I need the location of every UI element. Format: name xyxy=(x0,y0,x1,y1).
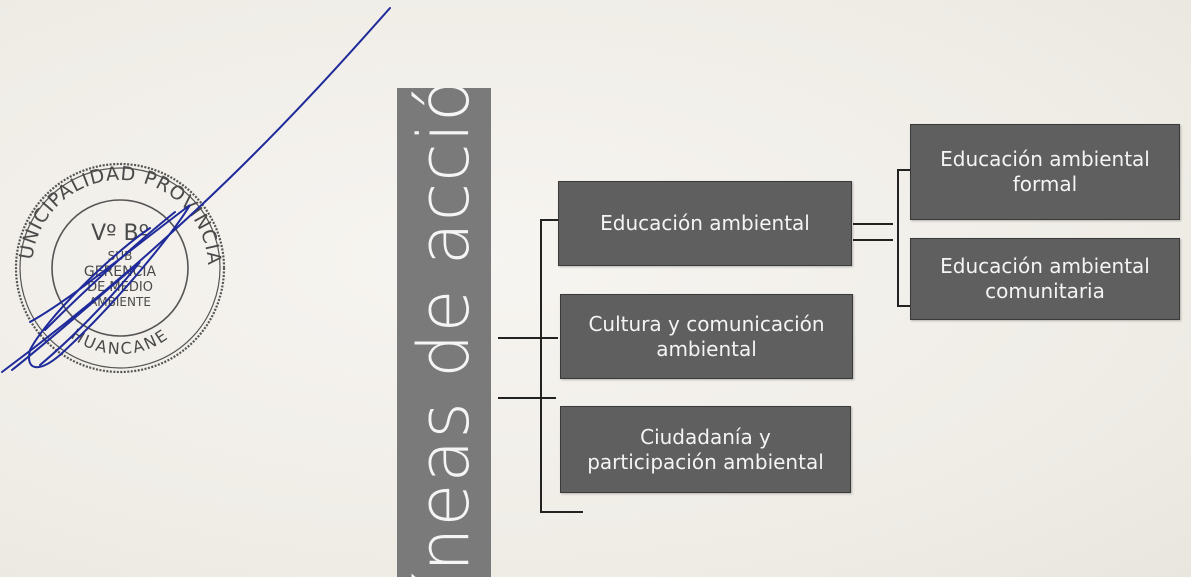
node-cultura-comunicacion: Cultura y comunicación ambiental xyxy=(560,294,853,379)
title-band: Líneas de acción xyxy=(397,88,491,577)
stamp-line-sub: SUB xyxy=(108,249,133,263)
stamp-line-vobo: Vº Bº xyxy=(91,221,149,246)
node-educacion-ambiental: Educación ambiental xyxy=(558,181,852,266)
diagram-title: Líneas de acción xyxy=(403,88,485,577)
node-educacion-comunitaria: Educación ambiental comunitaria xyxy=(910,238,1180,320)
stamp-line-ambiente: AMBIENTE xyxy=(89,295,151,309)
stamp-line-de-medio: DE MEDIO xyxy=(87,280,153,295)
node-educacion-formal: Educación ambiental formal xyxy=(910,124,1180,220)
node-ciudadania-participacion: Ciudadanía y participación ambiental xyxy=(560,406,851,493)
stamp-bottom-text: HUANCANE xyxy=(68,325,172,359)
stamp-line-gerencia: GERENCIA xyxy=(84,264,157,280)
official-stamp: MUNICIPALIDAD PROVINCIAL HUANCANE Vº Bº … xyxy=(0,140,226,374)
stamp-ring-text: MUNICIPALIDAD PROVINCIAL xyxy=(0,140,225,267)
